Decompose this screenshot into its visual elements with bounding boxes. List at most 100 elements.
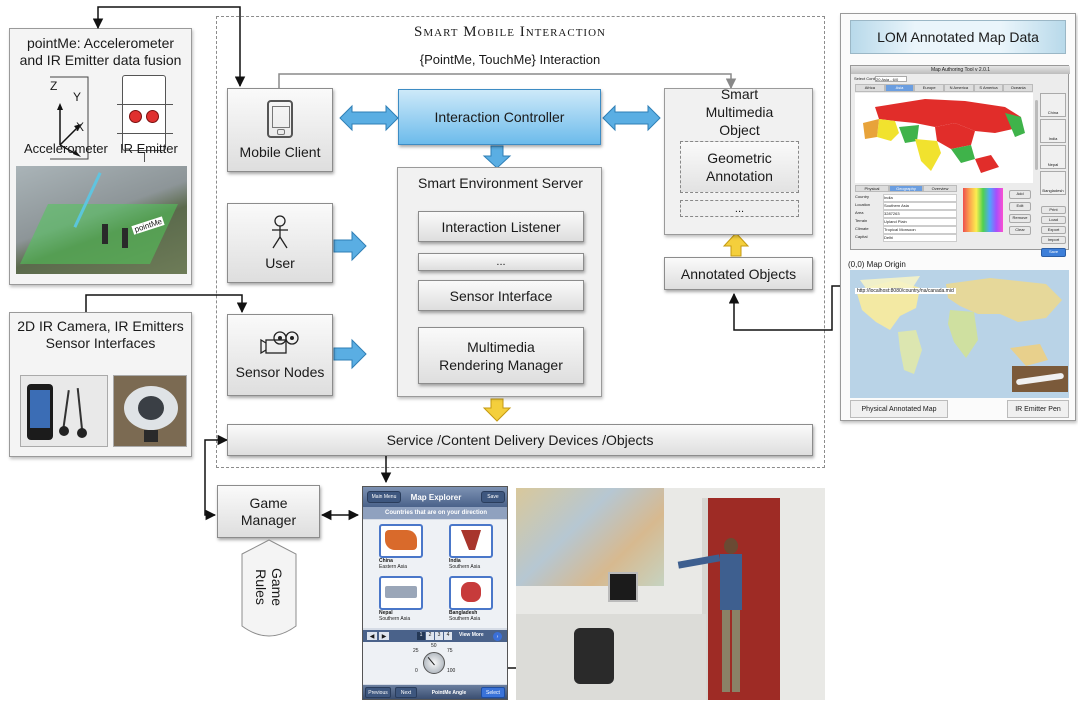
country-region: Southern Asia: [379, 616, 411, 622]
field-value[interactable]: Delhi: [883, 234, 957, 242]
map-url-label: http://localhost:8080/country/na/canada.…: [855, 288, 956, 294]
detail-tabs: Physical Geography Overview: [855, 185, 957, 192]
smart-object-title: Smart Multimedia Object: [705, 86, 774, 138]
accelerometer-label: Accelerometer: [24, 141, 108, 156]
mobile-client-label: Mobile Client: [239, 144, 321, 160]
angle-tick-label: 100: [447, 668, 456, 674]
office-chair: [574, 628, 614, 684]
asia-map: [855, 93, 1033, 183]
delivery-devices-bar: Service /Content Delivery Devices /Objec…: [227, 424, 813, 456]
save-button[interactable]: Save: [1041, 248, 1066, 257]
tab-oceania[interactable]: Oceania: [1003, 84, 1034, 92]
country-card[interactable]: India Southern Asia: [449, 524, 493, 572]
lom-title: LOM Annotated Map Data: [850, 20, 1066, 54]
zoom-slider[interactable]: [1035, 100, 1038, 170]
office-interaction-photo: [516, 488, 825, 700]
phone-save-button[interactable]: Save: [481, 491, 505, 503]
side-thumbs: China India Nepal Bangladesh: [1040, 93, 1066, 203]
remove-button[interactable]: Remove: [1009, 214, 1031, 223]
load-button[interactable]: Load: [1041, 216, 1066, 224]
axis-y-label: Y: [73, 90, 82, 104]
country-grid: China Eastern Asia India Southern Asia N…: [363, 520, 507, 628]
main-menu-button[interactable]: Main Menu: [367, 491, 401, 503]
field-value[interactable]: 3287263: [883, 210, 957, 218]
page-button[interactable]: 3: [435, 632, 443, 640]
lom-title-label: LOM Annotated Map Data: [877, 29, 1039, 45]
multimedia-manager-box: Multimedia Rendering Manager: [418, 327, 584, 384]
interaction-label: {PointMe, TouchMe} Interaction: [419, 51, 601, 67]
pager-prev-arrow-icon[interactable]: ◀: [367, 632, 377, 640]
field-value[interactable]: Upland Plain: [883, 218, 957, 226]
angle-dial-area: 25 50 75 0 100: [363, 642, 507, 684]
field-value[interactable]: Southern Asia: [883, 202, 957, 210]
continent-select[interactable]: 20 Asia - 6/0: [875, 76, 907, 82]
tab-europe[interactable]: Europe: [914, 84, 945, 92]
angle-dial-knob[interactable]: [423, 652, 445, 674]
tab-n-america[interactable]: N America: [944, 84, 974, 92]
annotated-objects-label: Annotated Objects: [680, 265, 797, 282]
phone-title: Map Explorer: [410, 492, 462, 502]
pager-next-arrow-icon[interactable]: ▶: [379, 632, 389, 640]
continent-label: Select Continent: [854, 76, 884, 81]
multimedia-manager-label: Multimedia Rendering Manager: [439, 338, 563, 373]
tab-overview[interactable]: Overview: [923, 185, 957, 192]
country-card[interactable]: Bangladesh Southern Asia: [449, 576, 493, 624]
clear-button[interactable]: Clear: [1009, 226, 1031, 235]
country-card[interactable]: China Eastern Asia: [379, 524, 423, 572]
tab-africa[interactable]: Africa: [855, 84, 885, 92]
game-rules-shape: [241, 539, 297, 637]
page-button[interactable]: 2: [426, 632, 434, 640]
person-pointing: [677, 538, 746, 696]
country-card[interactable]: Nepal Southern Asia: [379, 576, 423, 624]
phone-subtitle: Countries that are on your direction: [363, 507, 507, 519]
mobile-client-box: Mobile Client: [227, 88, 333, 172]
thumb-india[interactable]: India: [1040, 119, 1066, 143]
thumb-china[interactable]: China: [1040, 93, 1066, 117]
pointme-scene-photo: pointMe: [16, 166, 187, 274]
ir-emitter-pen-photo: [1012, 366, 1068, 392]
interaction-listener-label: Interaction Listener: [441, 218, 561, 235]
field-label: Location: [855, 202, 871, 207]
angle-label: PointMe Angle: [431, 689, 467, 696]
country-region: Southern Asia: [449, 616, 481, 622]
server-ellipsis-label: ...: [496, 256, 506, 268]
angle-tick-label: 0: [415, 668, 418, 674]
import-button[interactable]: Import: [1041, 236, 1066, 244]
previous-button[interactable]: Previous: [365, 687, 391, 698]
thumb-nepal[interactable]: Nepal: [1040, 145, 1066, 169]
physical-world-map: http://localhost:8080/country/na/canada.…: [850, 270, 1069, 398]
phone-pager-bar: ◀ ▶ 1 2 3 4 View More ›: [363, 630, 507, 642]
tab-geography[interactable]: Geography: [889, 185, 923, 192]
game-manager-label: Game Manager: [240, 494, 297, 528]
sensor-nodes-label: Sensor Nodes: [235, 364, 325, 380]
annotated-objects-box: Annotated Objects: [664, 257, 813, 290]
select-button[interactable]: Select: [481, 687, 505, 698]
view-more-chevron-icon[interactable]: ›: [493, 632, 502, 641]
axis-x-label: X: [76, 120, 85, 134]
phone-toolbar: Previous Next PointMe Angle Select: [363, 685, 507, 699]
page-button[interactable]: 1: [417, 632, 425, 640]
page-button[interactable]: 4: [444, 632, 452, 640]
color-palette[interactable]: [963, 188, 1003, 232]
thumb-bangladesh[interactable]: Bangladesh: [1040, 171, 1066, 195]
next-button[interactable]: Next: [395, 687, 417, 698]
export-button[interactable]: Export: [1041, 226, 1066, 234]
field-value[interactable]: India: [883, 194, 957, 202]
mobile-device-icon: [267, 100, 293, 138]
sensor-interface-box: Sensor Interface: [418, 280, 584, 311]
camera-icon: [260, 331, 299, 355]
interaction-controller-label: Interaction Controller: [434, 109, 565, 125]
smi-title: Smart Mobile Interaction: [414, 23, 606, 40]
country-name: Bangladesh: [449, 610, 478, 616]
wall-world-map: [516, 488, 664, 586]
field-value[interactable]: Tropical Monsoon: [883, 226, 957, 234]
server-title: Smart Environment Server: [418, 175, 583, 191]
tab-s-america[interactable]: S America: [973, 84, 1004, 92]
print-button[interactable]: Print: [1041, 206, 1066, 214]
tab-asia[interactable]: Asia: [884, 84, 915, 92]
add-button[interactable]: Add: [1009, 190, 1031, 199]
view-more-link[interactable]: View More: [459, 632, 484, 638]
app-titlebar: Map Authoring Tool v 2.0.1: [851, 66, 1070, 74]
edit-button[interactable]: Edit: [1009, 202, 1031, 211]
tab-physical[interactable]: Physical: [855, 185, 889, 192]
